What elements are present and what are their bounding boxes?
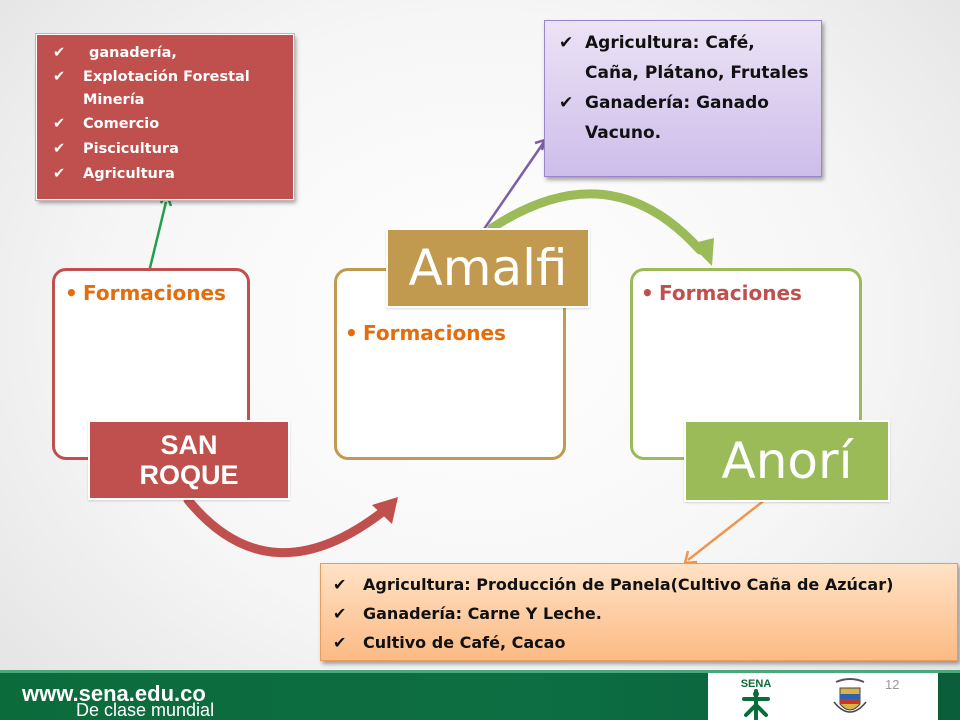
- list-item: ✔Agricultura: [53, 162, 293, 187]
- checkmark-icon: ✔: [333, 604, 347, 623]
- panel-bullet-san-roque: •Formaciones: [65, 281, 226, 305]
- title-box-anori: Anorí: [684, 420, 890, 502]
- title-san-roque: SAN ROQUE: [139, 430, 239, 490]
- curved-arrow-green: [487, 189, 705, 255]
- callout-list-anori: ✔Agricultura: Producción de Panela(Culti…: [321, 564, 957, 657]
- title-anori: Anorí: [721, 432, 853, 490]
- curved-arrow-red-head: [372, 497, 398, 524]
- list-item: ✔Comercio: [53, 112, 293, 137]
- list-item: ✔Ganadería: Carne Y Leche.: [333, 599, 957, 628]
- coat-of-arms-icon: [833, 678, 867, 713]
- title-box-amalfi: Amalfi: [386, 228, 590, 308]
- checkmark-icon: ✔: [559, 33, 574, 53]
- footer-bar: www.sena.edu.co De clase mundial SENA: [0, 670, 960, 720]
- checkmark-icon: ✔: [53, 69, 66, 85]
- list-item: ✔Explotación Forestal Minería: [53, 66, 293, 112]
- title-amalfi: Amalfi: [408, 239, 568, 297]
- curved-arrow-green-head: [690, 238, 714, 266]
- callout-list-san-roque: ✔ganadería, ✔Explotación Forestal Minerí…: [37, 35, 293, 187]
- panel-bullet-anori: •Formaciones: [641, 281, 802, 305]
- sena-logo-icon: SENA: [741, 678, 772, 720]
- callout-anori: ✔Agricultura: Producción de Panela(Culti…: [320, 563, 958, 661]
- list-item: ✔ganadería,: [53, 41, 293, 66]
- checkmark-icon: ✔: [53, 166, 66, 182]
- checkmark-icon: ✔: [53, 45, 66, 61]
- page-number: 12: [885, 677, 900, 692]
- sena-logo-text: SENA: [741, 678, 772, 690]
- curved-arrow-red: [183, 495, 390, 557]
- list-item: ✔Cultivo de Café, Cacao: [333, 628, 957, 657]
- checkmark-icon: ✔: [333, 575, 347, 594]
- footer-slogan: De clase mundial: [76, 700, 215, 720]
- list-item: ✔Agricultura: Café, Caña, Plátano, Fruta…: [559, 28, 809, 88]
- callout-amalfi: ✔Agricultura: Café, Caña, Plátano, Fruta…: [544, 20, 822, 177]
- list-item: ✔Ganadería: Ganado Vacuno.: [559, 88, 809, 148]
- bullet-icon: •: [65, 281, 78, 305]
- bullet-icon: •: [641, 281, 654, 305]
- checkmark-icon: ✔: [53, 141, 66, 157]
- callout-san-roque: ✔ganadería, ✔Explotación Forestal Minerí…: [35, 33, 295, 201]
- footer-logos: SENA: [708, 673, 938, 720]
- checkmark-icon: ✔: [333, 633, 347, 652]
- list-item: ✔Agricultura: Producción de Panela(Culti…: [333, 570, 957, 599]
- footer-url[interactable]: www.sena.edu.co: [22, 681, 206, 706]
- pointer-line-amalfi: [480, 141, 546, 233]
- panel-bullet-amalfi: •Formaciones: [345, 321, 506, 345]
- checkmark-icon: ✔: [559, 93, 574, 113]
- pointer-line-san-roque: [146, 201, 168, 277]
- callout-list-amalfi: ✔Agricultura: Café, Caña, Plátano, Fruta…: [545, 21, 821, 148]
- list-item: ✔Piscicultura: [53, 137, 293, 162]
- title-box-san-roque: SAN ROQUE: [88, 420, 290, 500]
- bullet-icon: •: [345, 321, 358, 345]
- checkmark-icon: ✔: [53, 116, 66, 132]
